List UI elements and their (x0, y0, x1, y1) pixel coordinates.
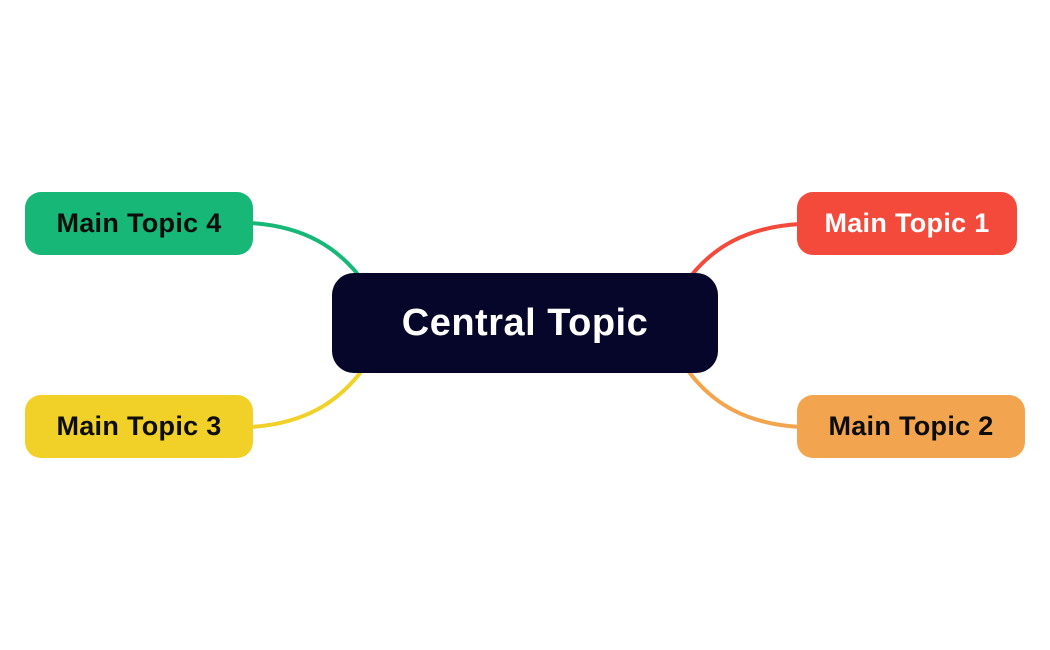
central-topic-label: Central Topic (401, 301, 649, 344)
main-topic-1-label: Main Topic 1 (824, 208, 990, 238)
central-topic-node[interactable]: Central Topic (332, 273, 718, 373)
main-topic-2-label: Main Topic 2 (828, 411, 994, 441)
edge-central-to-topic-2 (680, 360, 802, 429)
main-topic-1-node[interactable]: Main Topic 1 (797, 192, 1017, 255)
main-topic-4-label: Main Topic 4 (56, 208, 222, 238)
main-topic-3-label: Main Topic 3 (56, 411, 222, 441)
edge-central-to-topic-3 (248, 360, 370, 429)
main-topic-3-node[interactable]: Main Topic 3 (25, 395, 253, 458)
main-topic-4-node[interactable]: Main Topic 4 (25, 192, 253, 255)
main-topic-2-node[interactable]: Main Topic 2 (797, 395, 1025, 458)
